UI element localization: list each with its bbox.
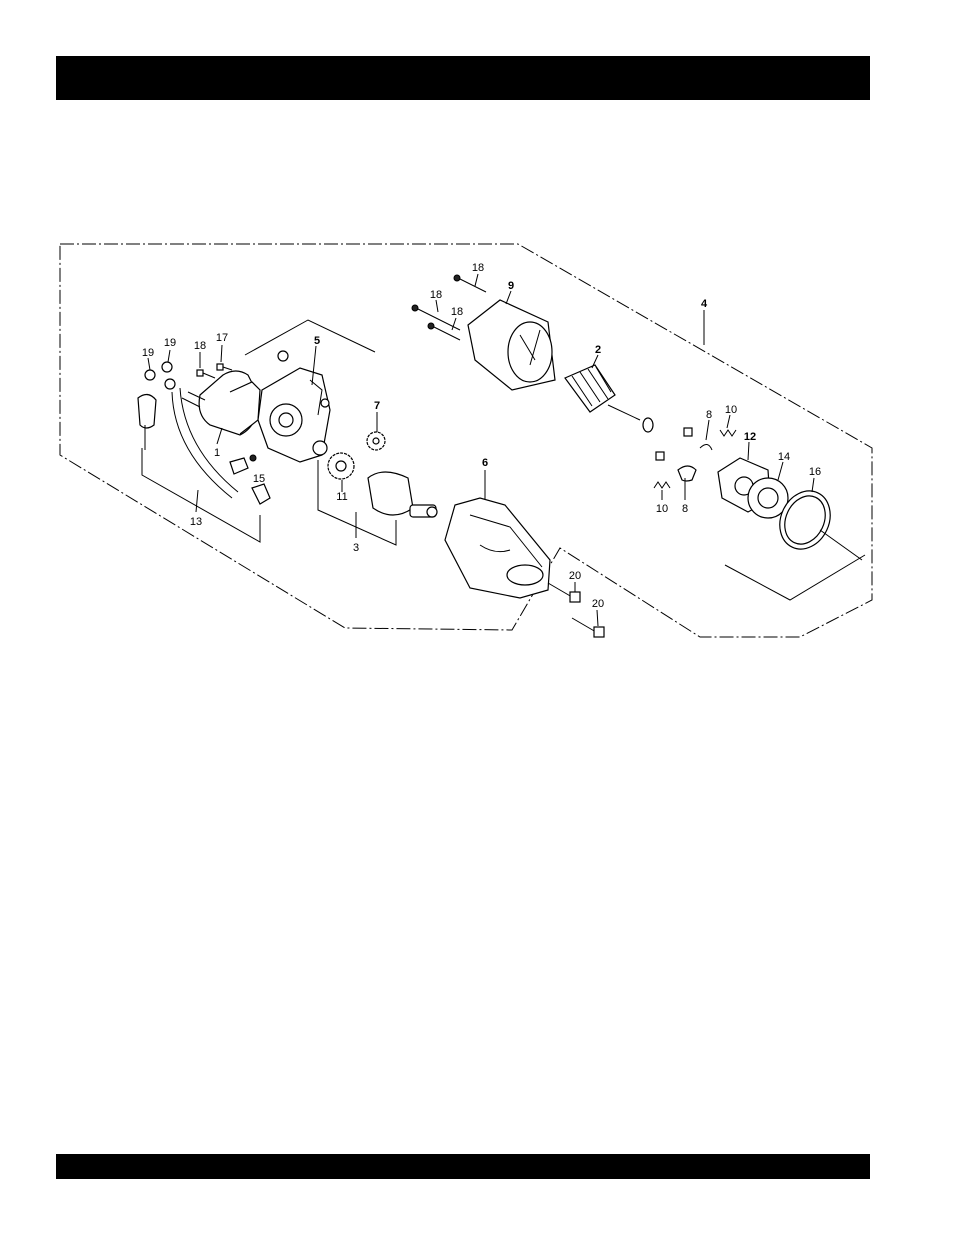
brush-spring-part-10a: [720, 430, 736, 436]
through-bolt-part-18d: [428, 323, 460, 340]
brush-part-8b: [656, 452, 696, 481]
gear-part-7: [367, 432, 385, 450]
callout-8a: 8: [706, 409, 712, 421]
gear-part-11: [313, 441, 354, 479]
callout-4: 4: [701, 298, 708, 310]
armature-part-2: [565, 365, 653, 432]
callout-20b: 20: [592, 598, 604, 610]
callout-11: 11: [336, 491, 347, 503]
brush-spring-part-10b: [654, 482, 670, 488]
yoke-part-9: [468, 300, 555, 390]
through-bolt-part-18b: [454, 275, 486, 292]
callout-19b: 19: [164, 337, 176, 349]
screw-part-17: [217, 364, 232, 370]
callout-10b: 10: [656, 503, 668, 515]
callout-5: 5: [314, 335, 320, 347]
callout-8b: 8: [682, 503, 688, 515]
callout-7: 7: [374, 400, 380, 412]
front-cover-part-6: [445, 498, 550, 598]
callout-9: 9: [508, 280, 514, 292]
callout-19a: 19: [142, 347, 154, 359]
callout-10a: 10: [725, 404, 737, 416]
callout-14: 14: [778, 451, 790, 463]
callout-18b: 18: [472, 262, 484, 274]
callout-17: 17: [216, 332, 228, 344]
solenoid-part-1: [182, 371, 260, 435]
callout-18c: 18: [430, 289, 442, 301]
callout-1: 1: [214, 447, 220, 459]
screw-part-18a: [197, 370, 215, 378]
callout-20a: 20: [569, 570, 581, 582]
callout-3: 3: [353, 542, 359, 554]
callout-16: 16: [809, 466, 821, 478]
callout-13: 13: [190, 516, 202, 528]
callout-18d: 18: [451, 306, 463, 318]
footer-bar: [56, 1154, 870, 1179]
clutch-part-3: [368, 472, 437, 517]
bolt-part-20b: [572, 618, 604, 637]
cap-part-19: [138, 394, 156, 450]
group-bracket-5: [245, 320, 375, 355]
callout-12: 12: [744, 431, 756, 443]
callout-2: 2: [595, 344, 601, 356]
group-bracket-rear: [725, 555, 865, 600]
callout-18a: 18: [194, 340, 206, 352]
callout-6: 6: [482, 457, 488, 469]
callout-15: 15: [253, 473, 265, 485]
